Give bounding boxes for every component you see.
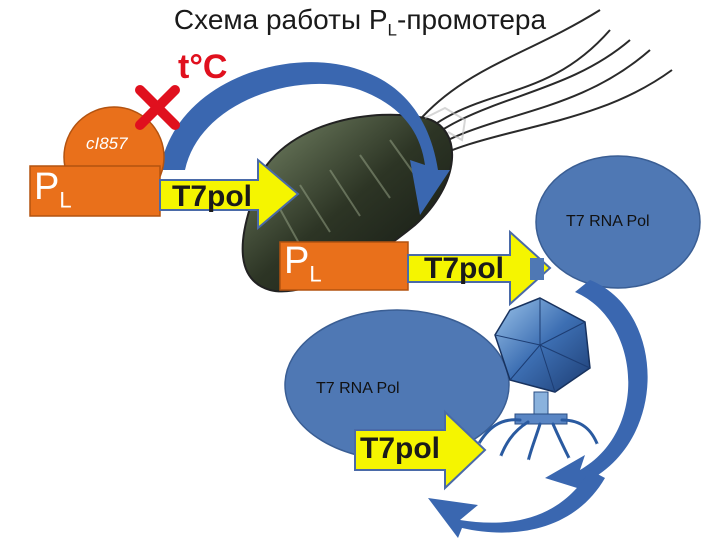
repressor-label: cI857 — [86, 134, 128, 154]
gene-label-1: T7pol — [172, 180, 252, 214]
diagram-title: Схема работы PL-промотера — [0, 4, 720, 41]
cross-icon — [140, 90, 175, 125]
enzyme-label-1: T7 RNA Pol — [566, 213, 650, 231]
promoter-label-2: PL — [284, 240, 322, 288]
gene-label-3: T7pol — [360, 432, 440, 466]
gene-label-2: T7pol — [424, 252, 504, 286]
temperature-label: t°C — [178, 48, 227, 87]
arrow-tail-block — [530, 258, 544, 280]
enzyme-label-2: T7 RNA Pol — [316, 380, 400, 398]
promoter-label-1: PL — [34, 166, 72, 214]
